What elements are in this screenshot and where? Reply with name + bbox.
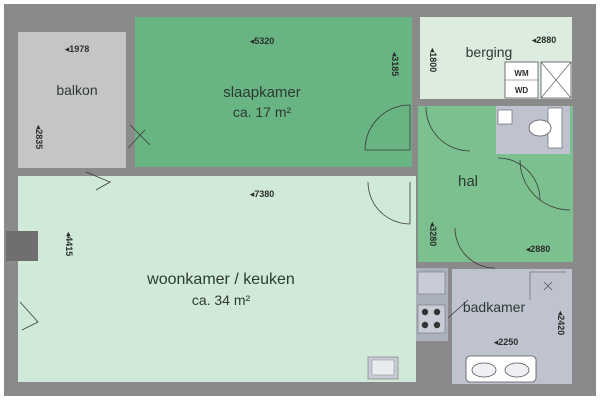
handbasin — [497, 109, 513, 125]
window-balkon-icon — [127, 124, 151, 149]
cooktop — [417, 304, 446, 334]
door-hal-berging[interactable] — [425, 106, 471, 152]
dim-woonkamer-width: ◂7380 — [250, 189, 275, 199]
door-entrance[interactable] — [519, 159, 571, 211]
structural-column — [6, 231, 38, 261]
washbasin-icon — [471, 362, 497, 378]
burner-icon — [421, 321, 429, 329]
area-woonkamer: ca. 34 m² — [192, 292, 251, 308]
door-slaapkamer[interactable] — [364, 104, 411, 151]
label-balkon: balkon — [56, 82, 97, 98]
dim-badkamer-depth: ◂2420 — [556, 311, 566, 336]
label-woonkamer: woonkamer / keuken — [146, 271, 295, 288]
washer-label: WM — [514, 69, 529, 78]
burner-icon — [433, 308, 441, 316]
room-woonkamer[interactable] — [18, 176, 416, 382]
window-woonkamer-icon — [85, 171, 111, 191]
sink-basin — [371, 359, 395, 376]
window-left-icon — [19, 301, 39, 331]
dim-balkon-depth: ◂2835 — [34, 125, 44, 150]
label-slaapkamer: slaapkamer — [223, 84, 301, 101]
kitchen-cabinet — [417, 271, 446, 295]
dim-hal-width: ◂2880 — [526, 244, 551, 254]
room-balkon[interactable] — [18, 32, 126, 168]
dim-woonkamer-depth: ◂4415 — [64, 232, 74, 257]
door-toilet[interactable] — [497, 157, 541, 201]
door-woonkamer[interactable] — [367, 181, 411, 225]
dim-hal-depth: ◂3280 — [428, 222, 438, 247]
dryer-label: WD — [515, 86, 529, 95]
label-hal: hal — [458, 173, 478, 190]
dim-berging-depth: ◂1800 — [428, 48, 438, 73]
dim-berging-width: ◂2880 — [532, 35, 557, 45]
area-slaapkamer: ca. 17 m² — [233, 104, 292, 120]
dim-slaapkamer-depth: ◂3185 — [390, 52, 400, 77]
washbasin-icon — [504, 362, 530, 378]
label-badkamer: badkamer — [463, 299, 526, 315]
toilet-icon — [528, 119, 552, 137]
dim-balkon-width: ◂1978 — [65, 44, 90, 54]
burner-icon — [421, 308, 429, 316]
dim-slaapkamer-width: ◂5320 — [250, 36, 275, 46]
window-badkamer-icon — [447, 299, 469, 319]
door-badkamer[interactable] — [454, 227, 496, 269]
label-berging: berging — [466, 44, 513, 60]
burner-icon — [433, 321, 441, 329]
dim-badkamer-width: ◂2250 — [494, 337, 519, 347]
